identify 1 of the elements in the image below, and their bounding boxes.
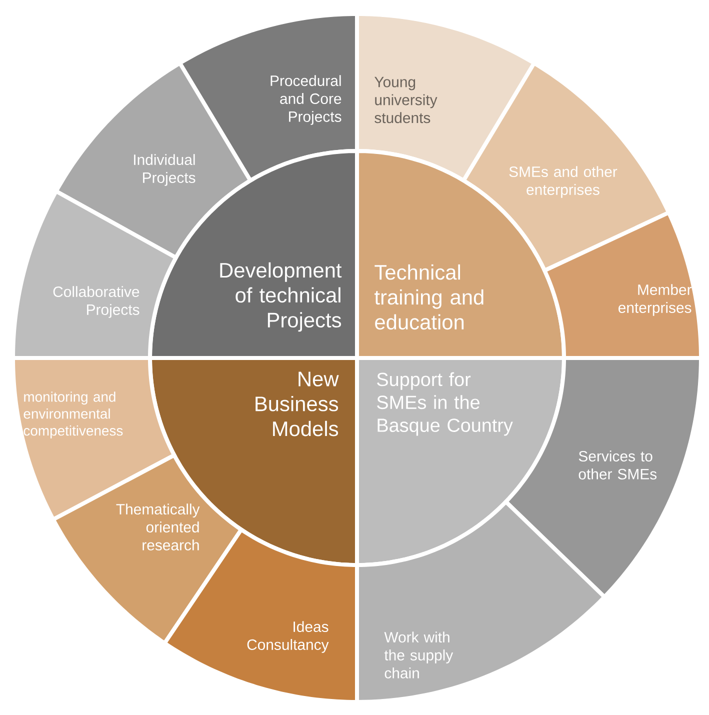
ring-segment: Member enterprises: [542, 210, 703, 360]
